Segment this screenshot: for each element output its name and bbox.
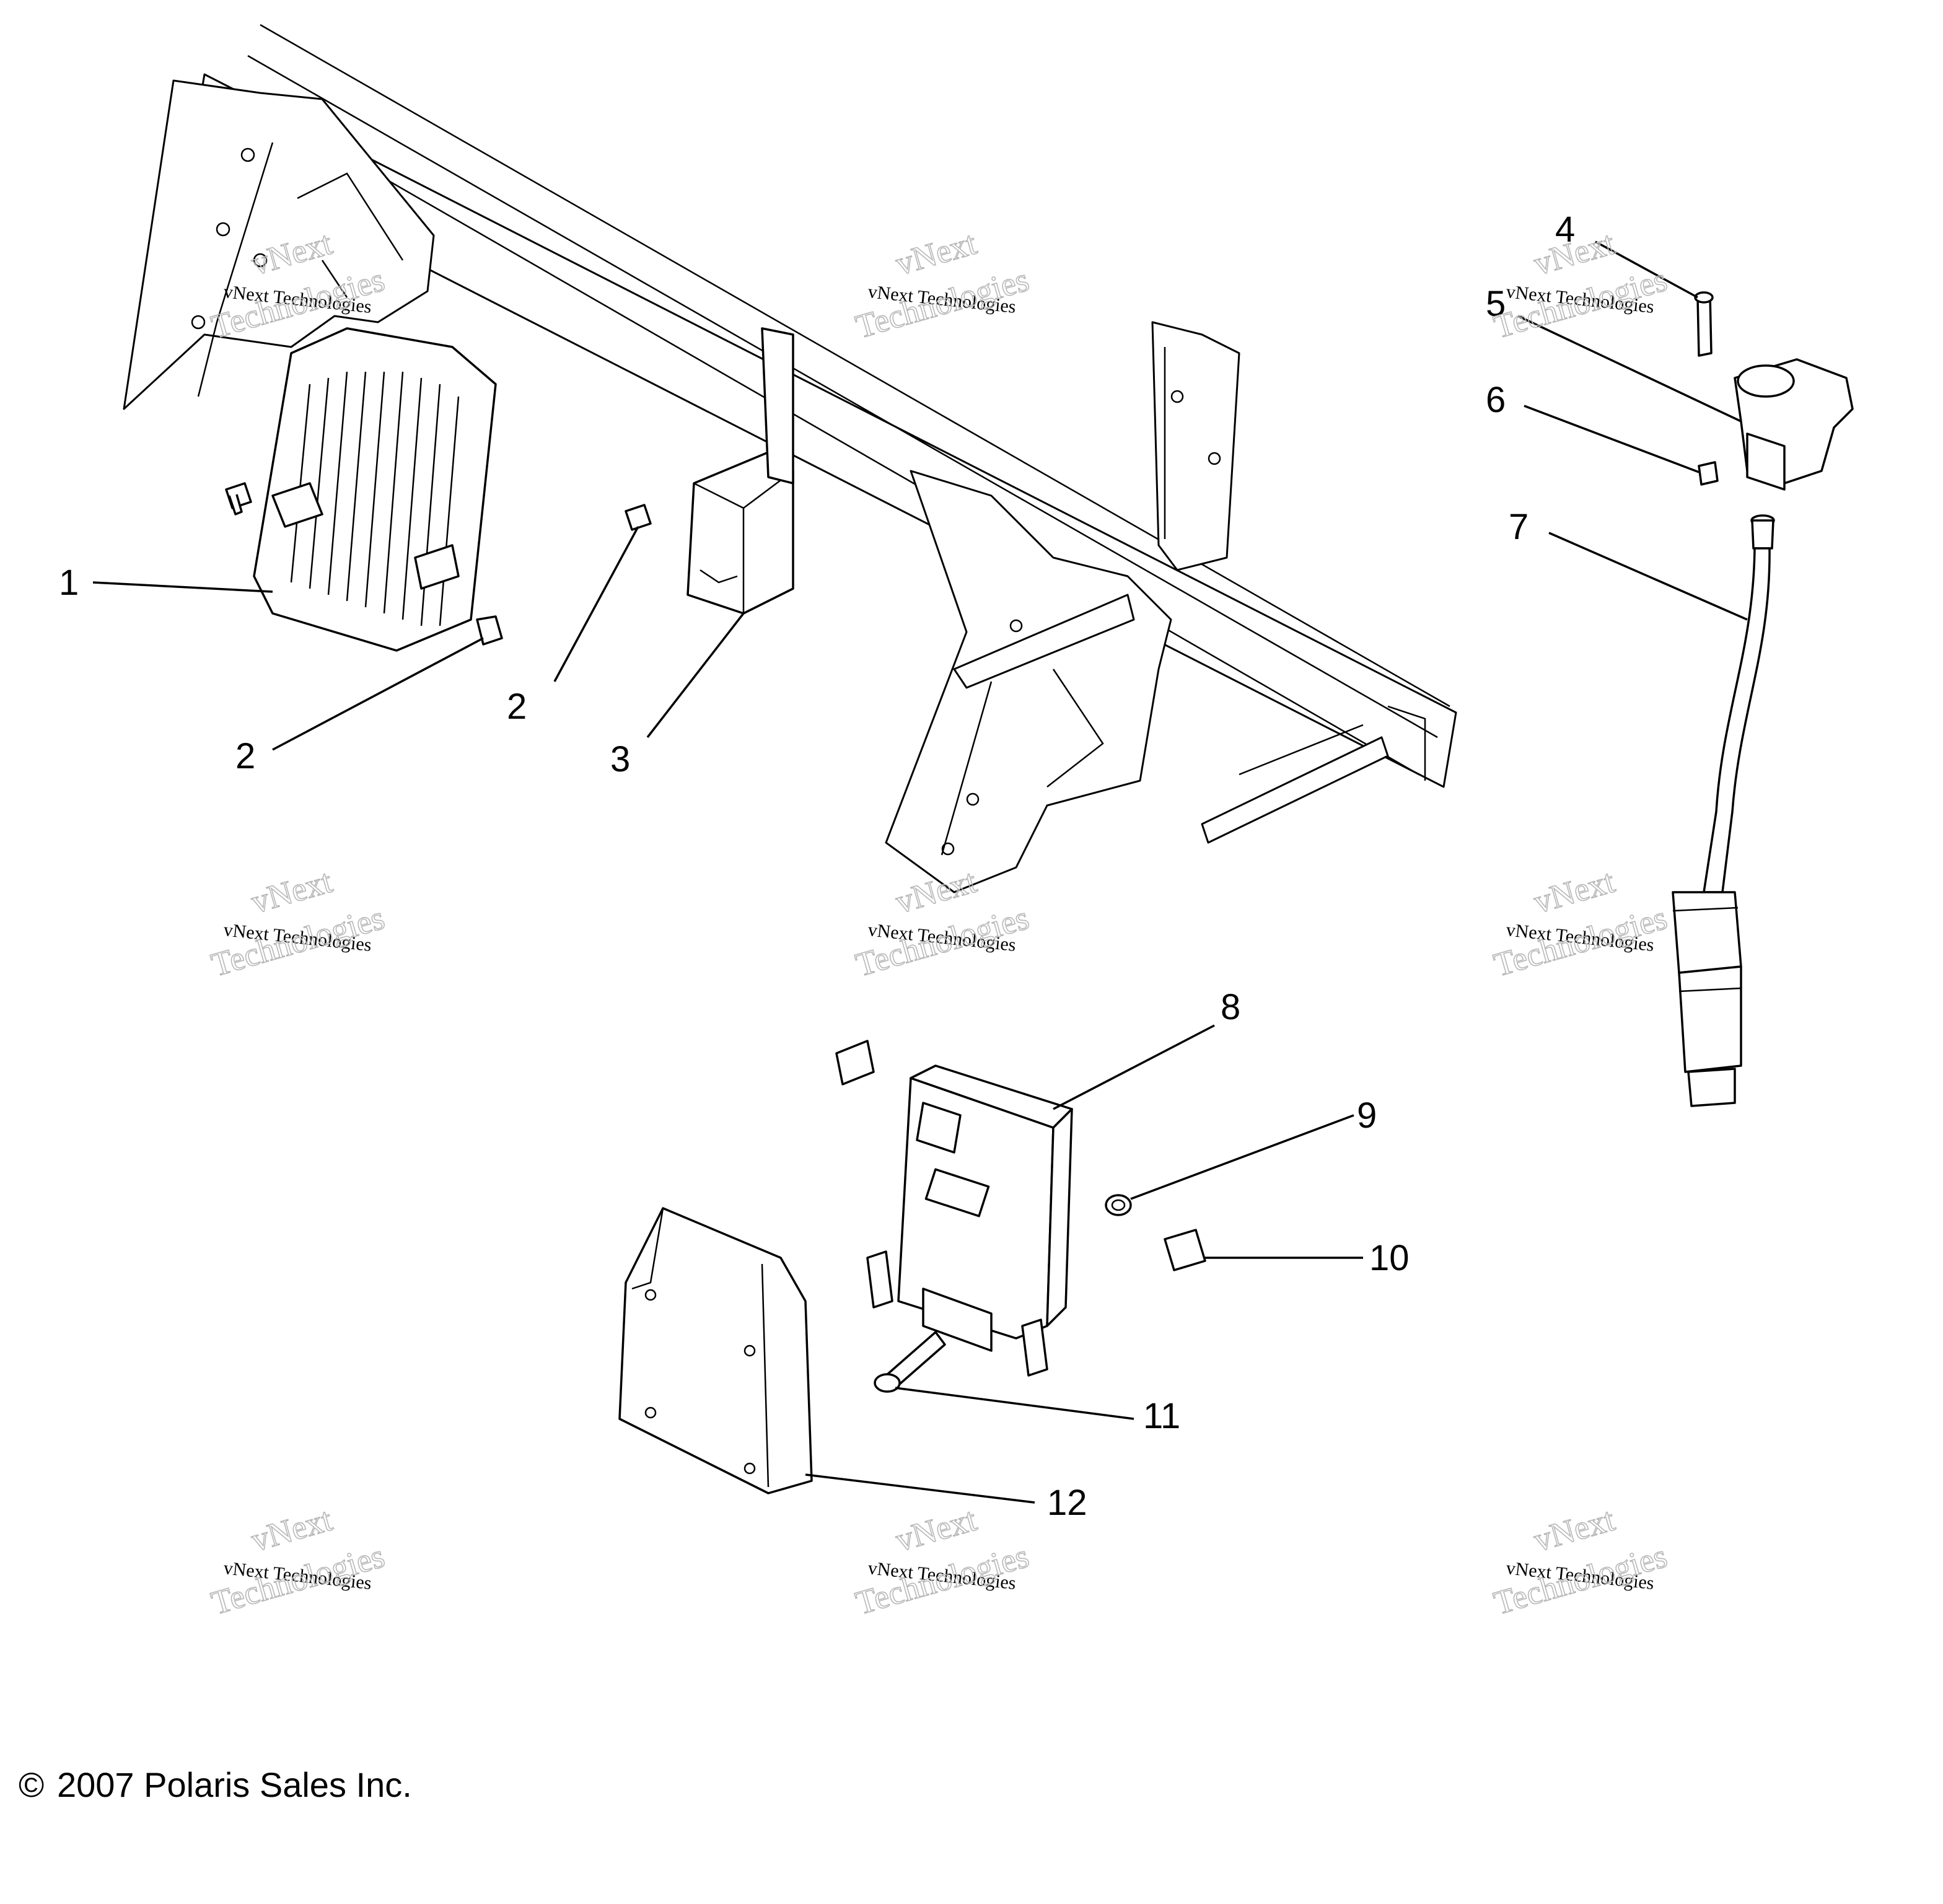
- svg-text:Technologies: Technologies: [851, 261, 1033, 346]
- callout-labels: 1 2 2 3 4 5 6 7 8 9 10 11 12: [59, 209, 1575, 1523]
- callout-2-mid: 2: [507, 687, 527, 727]
- cover-part-12: [618, 1207, 813, 1494]
- watermark-r2c3: vNext Technologies vNext Technologies: [1489, 862, 1672, 984]
- nut-part-9: [1105, 1194, 1132, 1216]
- svg-text:vNext: vNext: [892, 224, 980, 283]
- watermark-r3c3: vNext Technologies vNext Technologies: [1489, 1500, 1672, 1622]
- callout-4: 4: [1555, 209, 1575, 250]
- svg-text:Technologies: Technologies: [207, 1537, 388, 1622]
- callout-1: 1: [59, 563, 79, 603]
- svg-text:Technologies: Technologies: [1489, 899, 1671, 984]
- callout-11: 11: [1143, 1396, 1180, 1436]
- svg-text:Technologies: Technologies: [851, 1537, 1033, 1622]
- svg-text:vNext: vNext: [247, 862, 336, 921]
- grommet-part-10: [835, 1040, 1206, 1377]
- screw-part-2-left: [225, 482, 503, 646]
- watermark-r1c3: vNext Technologies vNext Technologies: [1489, 224, 1672, 346]
- leader-lines: [92, 240, 1748, 1504]
- callout-8: 8: [1221, 987, 1240, 1027]
- watermark-r3c1: vNext Technologies vNext Technologies: [207, 1500, 389, 1622]
- copyright-symbol: ©: [19, 1765, 44, 1804]
- svg-text:vNext: vNext: [1530, 1501, 1618, 1559]
- callout-12: 12: [1047, 1483, 1087, 1523]
- relay-part-3: [686, 327, 794, 615]
- watermark-r3c2: vNext Technologies vNext Technologies: [851, 1500, 1033, 1622]
- bolt-part-11: [874, 1331, 946, 1393]
- svg-text:vNext: vNext: [247, 1501, 336, 1559]
- callout-7: 7: [1509, 507, 1529, 547]
- watermark-r2c2: vNext Technologies vNext Technologies: [851, 862, 1033, 984]
- watermark-r1c2: vNext Technologies vNext Technologies: [851, 224, 1033, 346]
- svg-text:Technologies: Technologies: [851, 899, 1033, 984]
- screw-part-2-mid: [625, 504, 652, 531]
- svg-text:vNext: vNext: [892, 1501, 980, 1559]
- callout-10: 10: [1369, 1238, 1410, 1278]
- sensor-part-7: [1672, 514, 1775, 1107]
- callout-6: 6: [1486, 380, 1506, 420]
- callout-9: 9: [1357, 1095, 1377, 1136]
- svg-text:Technologies: Technologies: [207, 899, 388, 984]
- ecu-part-8: [897, 1064, 1073, 1352]
- copyright-text: 2007 Polaris Sales Inc.: [57, 1765, 412, 1804]
- svg-text:Technologies: Technologies: [1489, 261, 1671, 346]
- svg-text:vNext: vNext: [1530, 862, 1618, 921]
- callout-2-left: 2: [235, 736, 255, 776]
- regulator-part-1: [253, 327, 497, 652]
- callout-5: 5: [1486, 284, 1506, 324]
- watermark-r2c1: vNext Technologies vNext Technologies: [207, 862, 389, 984]
- copyright-notice: © 2007 Polaris Sales Inc.: [19, 1765, 412, 1804]
- chassis-frame: [123, 24, 1457, 893]
- callout-3: 3: [610, 739, 630, 779]
- svg-text:Technologies: Technologies: [1489, 1537, 1671, 1622]
- ignition-coil-part-5: [1694, 291, 1854, 491]
